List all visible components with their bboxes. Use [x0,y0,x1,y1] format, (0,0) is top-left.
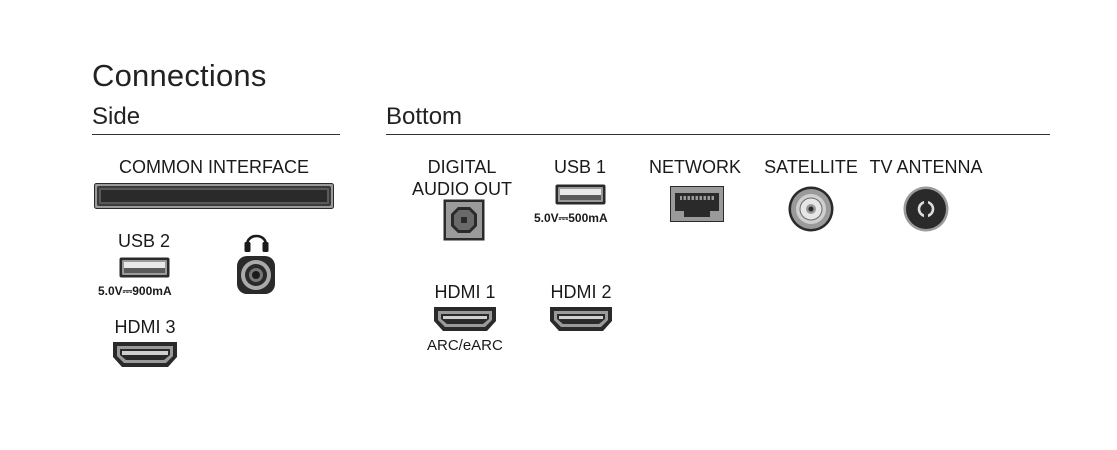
network-label: NETWORK [649,157,741,177]
section-side-header: Side [92,103,141,130]
satellite-connector-icon [788,186,834,232]
usb1-label: USB 1 [553,157,607,177]
hdmi2-port-icon [549,306,613,332]
usb2-label: USB 2 [117,231,171,251]
hdmi3-port-icon [112,341,178,368]
usb1-port-icon [555,184,606,205]
hdmi2-label: HDMI 2 [550,282,612,302]
satellite-label: SATELLITE [764,157,858,177]
section-bottom-header: Bottom [386,103,463,130]
usb2-rating: 5.0V⎓900mA [98,284,172,298]
usb2-port-icon [119,257,170,278]
common-interface-slot-icon [94,183,334,209]
usb1-rating: 5.0V⎓500mA [534,211,608,225]
hdmi1-port-icon [433,306,497,332]
ethernet-port-icon [670,186,724,222]
hdmi3-label: HDMI 3 [114,317,176,337]
headphones-icon [243,229,270,253]
common-interface-label: COMMON INTERFACE [118,157,309,177]
hdmi1-arc-note: ARC/eARC [427,337,503,354]
optical-port-icon [443,199,485,241]
hdmi1-label: HDMI 1 [434,282,496,302]
page-title: Connections [92,58,267,93]
tv-antenna-connector-icon [903,186,949,232]
section-side-divider [92,134,340,135]
digital-audio-label-line2: AUDIO OUT [411,179,512,199]
section-bottom-divider [386,134,1050,135]
tv-antenna-label: TV ANTENNA [869,157,983,177]
headphone-jack-icon [236,255,276,295]
digital-audio-label-line1: DIGITAL [427,157,497,177]
